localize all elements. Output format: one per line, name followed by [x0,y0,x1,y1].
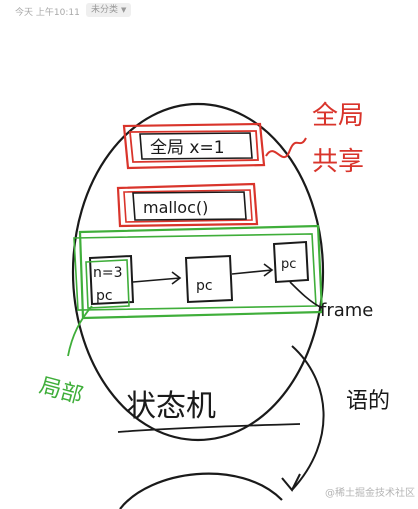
frame-pointer [289,281,323,309]
local-label: 局部 [36,374,85,410]
watermark: @稀土掘金技术社区 [325,488,415,499]
local-pointer [67,305,93,357]
frame-box-2-label: pc [196,278,213,294]
bottom-arc [119,472,283,509]
state-machine-underline [117,423,301,433]
category-dropdown[interactable]: 未分类▼ [86,3,132,17]
timestamp: 今天 上午10:11 [15,8,80,18]
shared-label-2: 共享 [312,147,364,177]
shared-label-1: 全局 [312,101,364,131]
frame-box-1: n=3 pc [85,254,135,309]
chevron-down-icon: ▼ [121,6,127,14]
malloc-label: malloc() [143,198,208,217]
global-connector [265,137,307,158]
curved-arrow [291,345,325,491]
frame-box-3: pc [272,240,310,284]
frame-box-3-label: pc [281,257,296,272]
malloc-box: malloc() [116,182,259,228]
frames-box [73,224,324,320]
frame-box-2: pc [184,254,234,304]
arrow-1 [132,277,181,283]
frame-box-1-bottom: pc [96,288,113,304]
state-circle [71,102,325,442]
top-bar: 今天 上午10:11 未分类▼ [0,0,418,22]
side-label: 语的 [346,389,390,414]
frame-box-1-top: n=3 [93,265,123,281]
arrow-2 [231,269,273,275]
global-label: 全局 x=1 [150,138,225,158]
global-box: 全局 x=1 [122,122,266,170]
category-label: 未分类 [91,5,119,15]
frame-label: frame [320,300,373,321]
state-machine-label: 状态机 [126,389,216,424]
